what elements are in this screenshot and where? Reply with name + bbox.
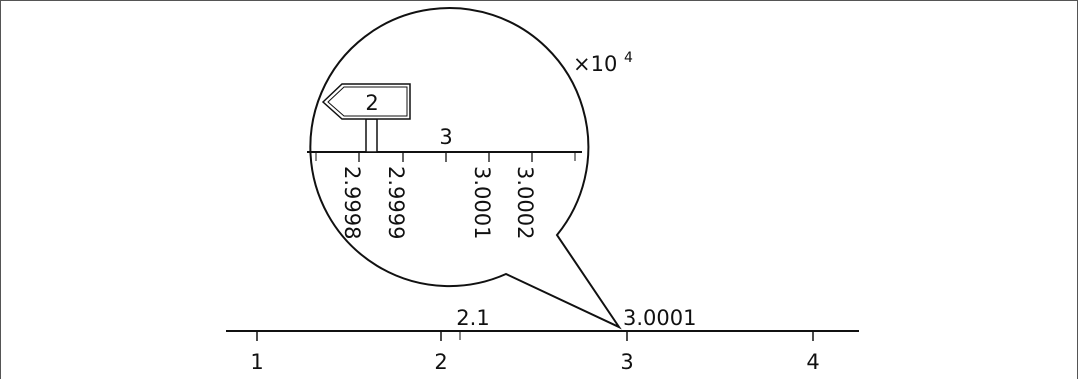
scale-factor-base: ×10	[573, 52, 617, 76]
zoom-tick-label-2-9998: 2.9998	[340, 166, 364, 239]
signpost-sign-inner	[327, 86, 408, 117]
main-tick-label-4: 4	[806, 350, 819, 374]
main-pointer-label: 3.0001	[623, 306, 696, 330]
zoom-tick-label-3-0002: 3.0002	[513, 166, 537, 239]
main-minor-tick-label: 2.1	[456, 306, 489, 330]
main-tick-label-3: 3	[620, 350, 633, 374]
signpost-label: 2	[365, 91, 378, 115]
main-tick-label-1: 1	[250, 350, 263, 374]
scale-factor-text: ×10 4	[573, 50, 633, 76]
signpost-pole	[365, 118, 378, 153]
signpost-sign-outer	[321, 83, 411, 120]
signpost-marker: 2	[321, 83, 411, 153]
main-number-line: 1 2 3 4 2.1 3.0001	[226, 306, 859, 374]
zoom-tick-label-3-0001: 3.0001	[470, 166, 494, 239]
zoom-number-line: 3 2.9998 2.9999 3.0001 3.0002	[307, 125, 582, 239]
main-tick-label-2: 2	[434, 350, 447, 374]
scale-factor-exponent: 4	[624, 50, 633, 66]
zoom-tick-label-2-9999: 2.9999	[384, 166, 408, 239]
zoom-center-label: 3	[439, 125, 452, 149]
scale-factor-annotation: ×10 4	[573, 50, 633, 76]
